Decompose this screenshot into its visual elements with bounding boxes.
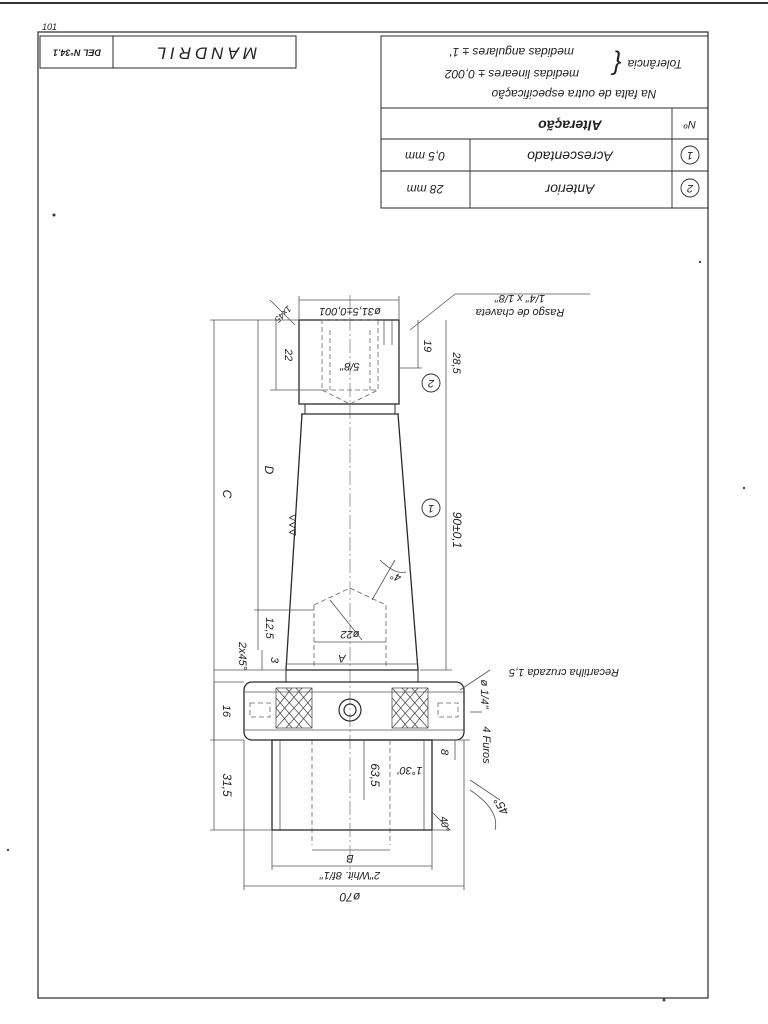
corner-number: 101 <box>42 22 57 32</box>
dim-3: 3 <box>268 657 280 664</box>
dim-c: C <box>220 490 234 499</box>
drawing-title: MANDRIL <box>153 44 258 63</box>
knurl-note: Recartilha cruzada 1,5 <box>508 666 619 678</box>
revision-marker-1: 1 <box>428 502 434 514</box>
dim-top-diameter: ø31,5±0,001 <box>319 305 381 317</box>
dim-dia-70: ø70 <box>339 890 360 904</box>
sheet-border <box>37 31 709 999</box>
dim-31-5: 31,5 <box>220 773 234 797</box>
dim-a: A <box>338 652 346 664</box>
revision-header-no: Nº <box>683 118 696 130</box>
revision-row-1-no: 1 <box>687 149 693 161</box>
dim-90: 90±0,1 <box>450 512 464 549</box>
hole-diameter: ø 1/4" <box>478 680 490 710</box>
dim-d: D <box>262 466 276 475</box>
dim-28-5: 28,5 <box>450 351 462 374</box>
dim-40: 40° <box>437 816 450 833</box>
revision-marker-2: 2 <box>428 377 435 389</box>
revision-table: Na falta de outra especificação Tolerânc… <box>380 35 709 209</box>
drawing-number: DEL N°34.1 <box>53 48 101 58</box>
tolerance-angular: medidas angulares ± 1' <box>449 45 573 59</box>
dim-22-top: 22 <box>282 348 294 361</box>
tolerance-note: Na falta de outra especificação <box>491 87 656 101</box>
title-block: MANDRIL DEL N°34.1 <box>39 35 297 69</box>
knurled-collar <box>243 681 465 741</box>
threaded-base <box>271 739 433 831</box>
dim-angle-4: 4° <box>388 568 403 583</box>
dim-angle-1-30: 1°30' <box>397 764 423 776</box>
holes-label: 4 Furos <box>480 726 492 764</box>
tolerance-linear: medidas lineares ± 0,002 <box>445 67 579 81</box>
revision-row-1-change: Acrescentado <box>527 148 614 164</box>
revision-row-2-change: Anterior <box>544 181 595 197</box>
key-slot-size: 1/4" x 1/8" <box>494 292 545 304</box>
knurl-left <box>275 687 313 729</box>
revision-header-change: Alteração <box>538 117 603 133</box>
knurl-right <box>391 687 429 729</box>
mandrel-part: ▽▽▽ ø31,5±0,001 <box>210 292 619 904</box>
key-slot-label: Rasgo de chaveta <box>476 306 565 318</box>
dim-dia-22: ø22 <box>341 628 360 640</box>
revision-row-2-value: 28 mm <box>407 182 445 196</box>
dim-chamfer-small: 1x45 <box>272 304 294 326</box>
dim-8: 8 <box>438 749 450 756</box>
dim-19: 19 <box>421 340 433 352</box>
cross-hole <box>338 698 362 722</box>
dim-thread-inner: 5/8" <box>339 360 359 372</box>
tolerance-brace: { <box>610 50 621 80</box>
dim-chamfer: 2x45° <box>236 641 248 671</box>
dim-thread-outer: 2"Whit. 8f/1" <box>319 869 381 881</box>
revision-row-2-no: 2 <box>687 182 694 194</box>
dim-b: B <box>346 852 353 864</box>
dim-12-5: 12,5 <box>263 617 275 639</box>
tolerance-label: Tolerância <box>627 57 682 71</box>
surface-finish-mark: ▽▽▽ <box>285 514 299 536</box>
dim-16: 16 <box>220 705 232 718</box>
revision-row-1-value: 0,5 mm <box>405 149 445 163</box>
dim-63-5: 63,5 <box>368 763 382 787</box>
